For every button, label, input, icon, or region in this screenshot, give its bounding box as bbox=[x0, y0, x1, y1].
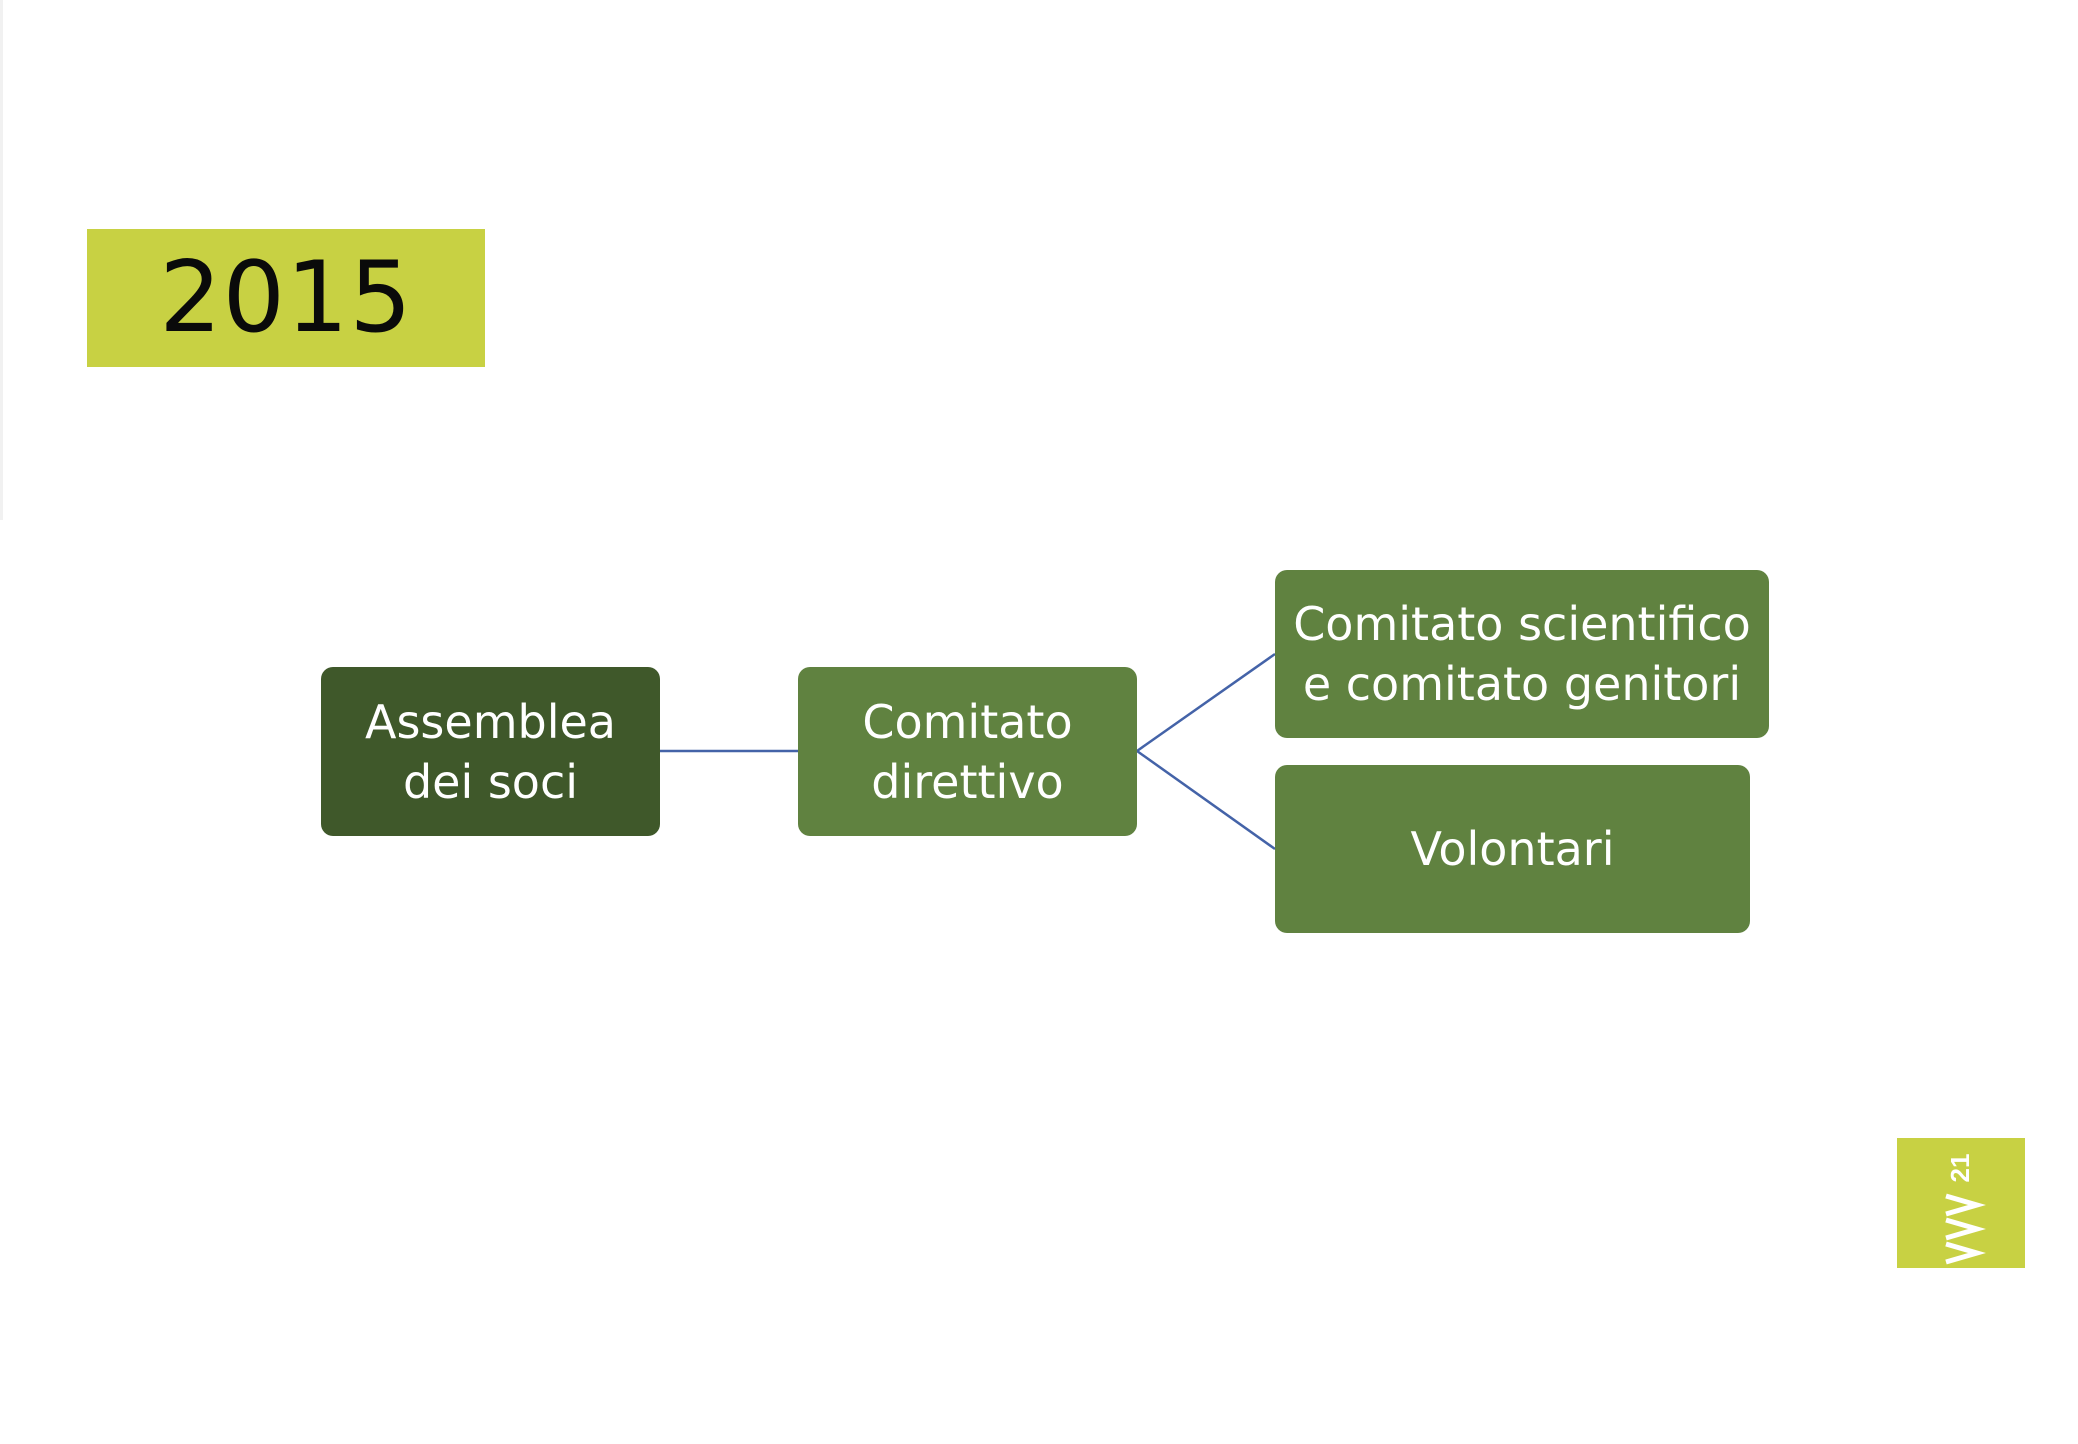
node-assemblea-dei-soci: Assemblea dei soci bbox=[321, 667, 660, 836]
connector-direttivo-scientifico bbox=[1136, 652, 1276, 753]
slide-edge-shadow bbox=[0, 0, 3, 520]
year-label: 2015 bbox=[159, 241, 413, 355]
node-comitato-scientifico-genitori: Comitato scientifico e comitato genitori bbox=[1275, 570, 1769, 738]
avv21-logo-mark: 21 bbox=[1945, 1154, 1986, 1265]
node-comitato-direttivo: Comitato direttivo bbox=[798, 667, 1137, 836]
year-banner: 2015 bbox=[87, 229, 485, 367]
connector-direttivo-volontari bbox=[1136, 749, 1276, 851]
node-volontari: Volontari bbox=[1275, 765, 1750, 933]
avv21-logo-icon: 21 bbox=[1897, 1138, 2025, 1268]
svg-text:21: 21 bbox=[1945, 1154, 1975, 1183]
